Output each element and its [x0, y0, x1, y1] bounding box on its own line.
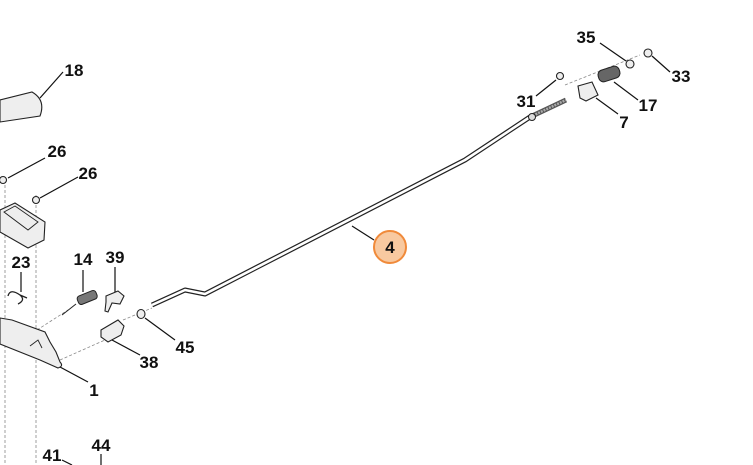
label-17[interactable]: 17 [639, 96, 658, 115]
label-35[interactable]: 35 [577, 28, 596, 47]
label-44[interactable]: 44 [92, 436, 111, 455]
part-26-screw[interactable] [0, 175, 8, 185]
part-7-block[interactable] [577, 81, 599, 102]
label-41[interactable]: 41 [43, 446, 62, 465]
label-14[interactable]: 14 [74, 250, 93, 269]
label-31[interactable]: 31 [517, 92, 536, 111]
part-17-spring[interactable] [597, 65, 622, 83]
part-26-screw[interactable] [31, 195, 41, 205]
highlight-circle[interactable] [373, 230, 407, 264]
part-35-washer[interactable] [625, 59, 635, 69]
label-45[interactable]: 45 [176, 338, 195, 357]
label-18[interactable]: 18 [65, 61, 84, 80]
label-1[interactable]: 1 [89, 381, 98, 400]
cover-plate[interactable] [0, 202, 46, 249]
label-7[interactable]: 7 [619, 113, 628, 132]
part-38-clevis[interactable] [100, 319, 125, 343]
part-1-lever-plate[interactable] [0, 317, 63, 369]
label-38[interactable]: 38 [140, 353, 159, 372]
part-4-rod[interactable] [150, 97, 568, 308]
label-39[interactable]: 39 [106, 248, 125, 267]
assembly-line [59, 339, 106, 361]
label-33[interactable]: 33 [672, 67, 691, 86]
part-14-spring[interactable] [61, 289, 98, 316]
part-33-nut[interactable] [643, 48, 653, 58]
assembly-line [36, 309, 69, 331]
part-45-nut[interactable] [136, 308, 146, 320]
part-31-nut[interactable] [555, 71, 565, 81]
part-18-knob[interactable] [0, 91, 43, 123]
part-23-clip[interactable] [7, 291, 28, 305]
label-26[interactable]: 26 [48, 142, 67, 161]
part-39-clip[interactable] [104, 290, 125, 313]
label-23[interactable]: 23 [12, 253, 31, 272]
label-26[interactable]: 26 [79, 164, 98, 183]
label-4[interactable]: 4 [385, 238, 395, 257]
